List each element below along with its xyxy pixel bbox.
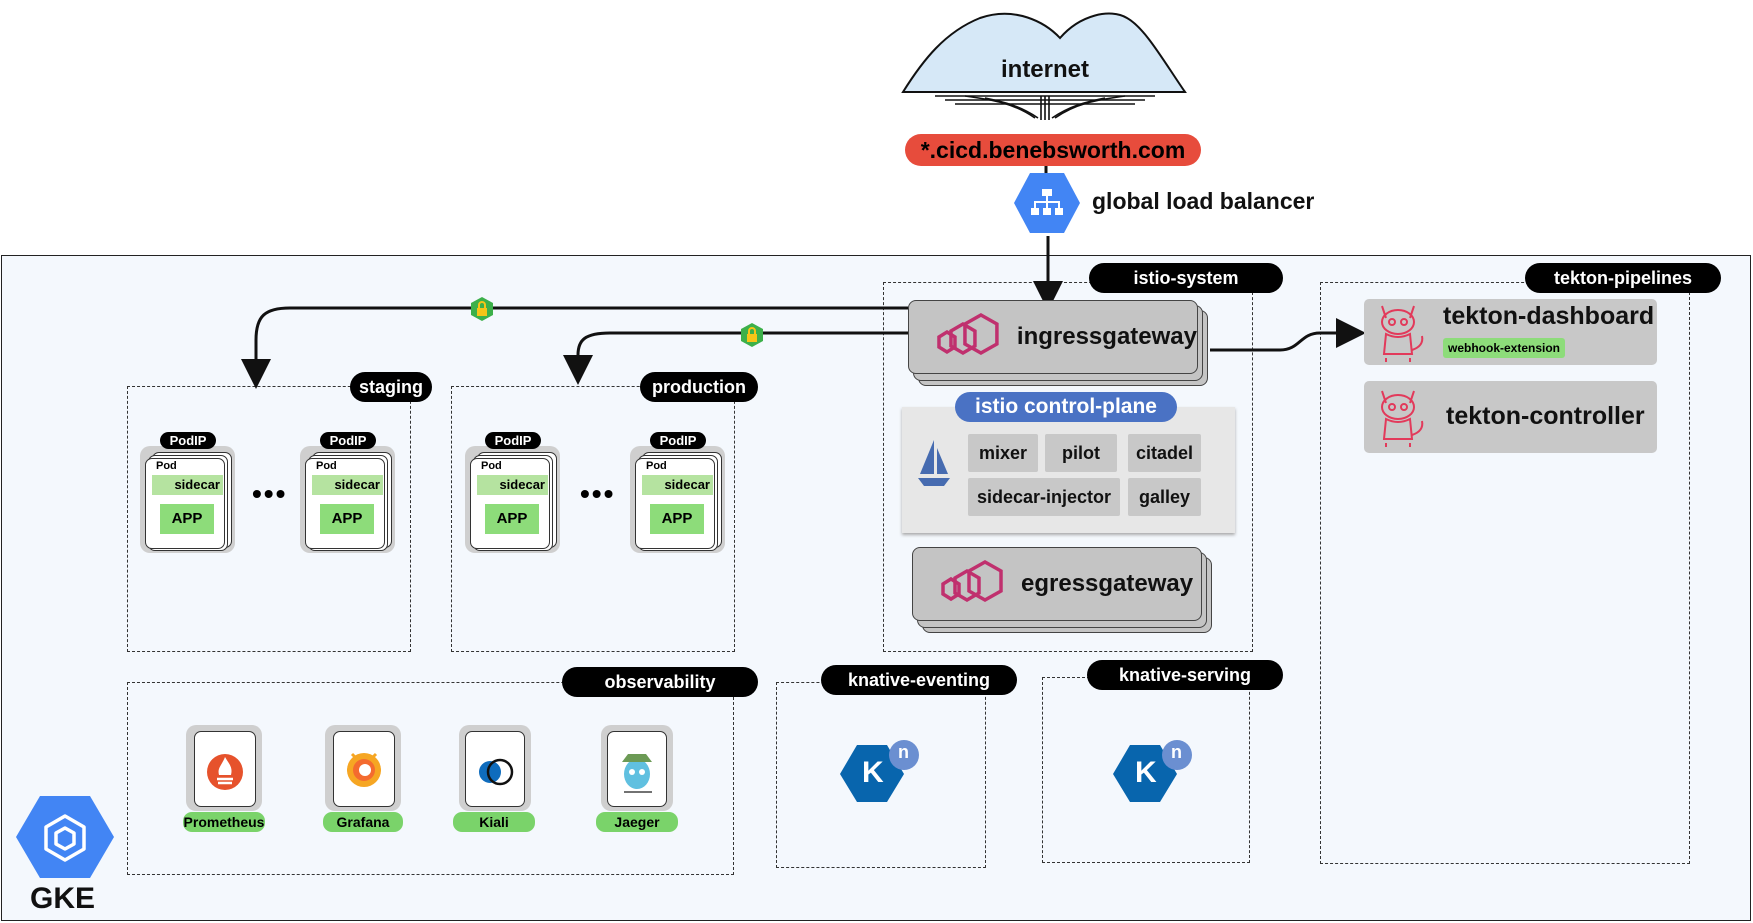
kiali-label: Kiali	[453, 812, 535, 832]
grafana-tile	[333, 731, 395, 807]
mixer-component: mixer	[968, 434, 1038, 472]
tekton-cat-icon	[1381, 305, 1424, 362]
tekton-cat-icon	[1381, 390, 1424, 447]
sidecar-injector-component: sidecar-injector	[968, 478, 1120, 516]
knative-eventing-icon	[840, 740, 919, 802]
galley-component: galley	[1128, 478, 1201, 516]
sidecar: sidecar	[477, 475, 548, 495]
tekton-pipelines-namespace	[1320, 282, 1690, 864]
control-plane-label: istio control-plane	[955, 392, 1177, 422]
sidecar-label: sidecar	[334, 477, 380, 492]
app: APP	[650, 504, 704, 534]
webhook-extension-badge: webhook-extension	[1443, 338, 1565, 358]
grafana-icon	[347, 752, 381, 787]
podip-badge: PodIP	[485, 432, 541, 449]
grafana-label: Grafana	[323, 812, 403, 832]
kiali-tile	[465, 731, 525, 807]
knative-serving-k: K	[1135, 756, 1157, 789]
citadel-component: citadel	[1128, 434, 1201, 472]
observability-namespace	[127, 682, 734, 875]
sidecar-label: sidecar	[174, 477, 220, 492]
kiali-icon	[479, 758, 514, 786]
pod-label: Pod	[156, 460, 177, 472]
pod: Pod sidecar APP	[145, 458, 225, 549]
knative-eventing-k: K	[862, 756, 884, 789]
sidecar-label: sidecar	[499, 477, 545, 492]
knative-serving-label: knative-serving	[1087, 660, 1283, 690]
sidecar-label: sidecar	[664, 477, 710, 492]
istio-icon	[918, 440, 950, 486]
istio-system-namespace	[883, 282, 1253, 652]
pod: Pod sidecar APP	[305, 458, 385, 549]
app: APP	[485, 504, 539, 534]
pilot-component: pilot	[1045, 434, 1117, 472]
envoy-icon	[937, 313, 999, 356]
tekton-dashboard-label: tekton-dashboard	[1443, 302, 1655, 330]
production-label: production	[640, 372, 758, 402]
gke-icon	[16, 796, 114, 878]
domain-pill: *.cicd.benebsworth.com	[905, 134, 1201, 166]
jaeger-label: Jaeger	[596, 812, 678, 832]
prometheus-icon	[207, 754, 243, 790]
tekton-pipelines-label: tekton-pipelines	[1525, 263, 1721, 293]
internet-label: internet	[1000, 56, 1089, 83]
tekton-controller-label: tekton-controller	[1446, 402, 1645, 430]
ingressgateway: ingressgateway	[908, 300, 1198, 374]
istio-system-label: istio-system	[1089, 263, 1283, 293]
staging-label: staging	[350, 372, 432, 402]
pod: Pod sidecar APP	[635, 458, 715, 549]
podip-badge: PodIP	[320, 432, 376, 449]
app: APP	[160, 504, 214, 534]
knative-serving-n: n	[1171, 742, 1182, 762]
sidecar: sidecar	[642, 475, 713, 495]
lock-icon	[471, 297, 493, 321]
load-balancer-icon	[1014, 173, 1080, 233]
envoy-icon	[941, 559, 1003, 603]
ellipsis: •••	[580, 478, 616, 509]
knative-serving-icon	[1113, 740, 1192, 802]
podip-badge: PodIP	[650, 432, 706, 449]
production-namespace	[451, 386, 735, 652]
jaeger-icon	[622, 754, 652, 793]
gke-cluster-area	[1, 255, 1751, 921]
knative-eventing-label: knative-eventing	[821, 665, 1017, 695]
egressgateway: egressgateway	[912, 547, 1202, 621]
egressgateway-label: egressgateway	[1021, 570, 1194, 597]
internet-cloud	[901, 12, 1187, 120]
prometheus-label: Prometheus	[183, 812, 265, 832]
prometheus-tile	[194, 731, 256, 807]
ellipsis: •••	[252, 478, 288, 509]
observability-label: observability	[562, 667, 758, 697]
sidecar: sidecar	[312, 475, 383, 495]
jaeger-tile	[607, 731, 667, 807]
gke-label: GKE	[30, 882, 96, 915]
pod-label: Pod	[481, 460, 502, 472]
pod-label: Pod	[646, 460, 667, 472]
podip-badge: PodIP	[160, 432, 216, 449]
pod-label: Pod	[316, 460, 337, 472]
lock-icon	[741, 323, 763, 347]
load-balancer-label: global load balancer	[1092, 188, 1315, 214]
app: APP	[320, 504, 374, 534]
knative-eventing-n: n	[898, 742, 909, 762]
sidecar: sidecar	[152, 475, 223, 495]
ingressgateway-label: ingressgateway	[1016, 323, 1197, 350]
pod: Pod sidecar APP	[470, 458, 550, 549]
